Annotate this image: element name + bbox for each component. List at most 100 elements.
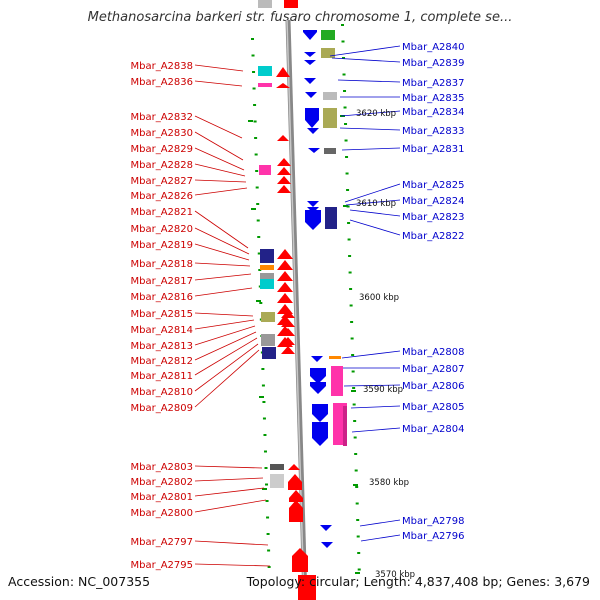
gene-label-left: Mbar_A2813	[130, 341, 193, 352]
gene-arrow-up	[277, 158, 291, 166]
gene-box	[260, 273, 274, 279]
tick-mark	[350, 337, 354, 340]
tick-mark	[263, 450, 267, 453]
tick-mark	[343, 205, 348, 207]
tick-mark	[355, 572, 360, 574]
tick-mark	[342, 57, 346, 59]
gene-label-right: Mbar_A2807	[402, 364, 465, 375]
gene-label-left: Mbar_A2809	[130, 403, 193, 414]
tick-mark	[256, 219, 260, 222]
tick-mark	[355, 486, 359, 488]
tick-mark	[255, 186, 259, 189]
gene-label-left: Mbar_A2801	[130, 492, 193, 503]
label-connector	[194, 287, 253, 297]
tick-mark	[255, 170, 259, 172]
gene-arrow-up	[277, 185, 291, 193]
accession-label: Accession: NC_007355	[8, 574, 151, 589]
gene-box	[259, 165, 271, 175]
tick-mark	[346, 205, 350, 208]
gene-box	[258, 66, 272, 76]
gene-arrow-down	[310, 382, 326, 394]
gene-arrow-down	[320, 525, 332, 531]
gene-label-right: Mbar_A2804	[402, 424, 465, 435]
label-connector	[350, 405, 401, 409]
tick-marks	[248, 24, 361, 574]
label-connector	[194, 337, 258, 376]
tick-mark	[262, 417, 266, 420]
tick-mark	[256, 203, 260, 205]
tick-mark	[259, 302, 263, 304]
label-connector	[194, 343, 259, 392]
map-title: Methanosarcina barkeri str. fusaro chrom…	[87, 10, 513, 25]
tick-mark	[256, 300, 261, 302]
gene-label-right: Mbar_A2805	[402, 402, 465, 413]
gene-arrow-up	[277, 260, 293, 270]
gene-arrow-up	[289, 500, 303, 522]
tick-mark	[341, 40, 345, 43]
label-connector	[194, 487, 265, 497]
tick-mark	[352, 403, 356, 406]
gene-box	[343, 406, 347, 446]
gene-arrow-up	[281, 346, 295, 354]
label-connector	[194, 540, 269, 546]
tick-mark	[346, 189, 350, 191]
gene-label-right: Mbar_A2823	[402, 212, 465, 223]
gene-label-left: Mbar_A2811	[130, 371, 193, 382]
gene-arrow-down	[305, 210, 321, 230]
chromosome-backbone	[285, 19, 308, 600]
gene-arrow-up	[289, 490, 303, 502]
gene-arrow-down	[312, 422, 328, 446]
gene-box	[261, 312, 275, 322]
tick-mark	[341, 24, 344, 26]
tick-mark	[266, 516, 270, 519]
tick-mark	[347, 238, 351, 241]
chromosome-backbone-highlight	[286, 19, 305, 600]
tick-mark	[254, 137, 258, 139]
gene-label-right: Mbar_A2824	[402, 196, 465, 207]
gene-box	[323, 108, 337, 128]
tick-mark	[251, 208, 256, 210]
label-connector	[194, 147, 245, 171]
label-connector	[194, 563, 271, 567]
label-connector	[359, 519, 401, 527]
tick-mark	[253, 104, 257, 106]
tick-mark	[251, 54, 255, 57]
gene-arrow-up	[277, 304, 293, 314]
gene-label-right: Mbar_A2825	[402, 180, 465, 191]
label-connector	[194, 64, 244, 72]
tick-mark	[357, 568, 361, 571]
gene-arrow-down	[307, 201, 319, 207]
gene-label-left: Mbar_A2814	[130, 325, 193, 336]
gene-label-left: Mbar_A2838	[130, 61, 193, 72]
tick-mark	[261, 384, 265, 387]
gene-arrow-down	[311, 356, 323, 362]
tick-mark	[344, 123, 348, 125]
gene-label-left: Mbar_A2816	[130, 292, 193, 303]
tick-mark	[353, 484, 358, 486]
topology-label: Topology: circular; Length: 4,837,408 bp…	[246, 574, 590, 589]
tick-mark	[262, 488, 267, 490]
tick-mark	[347, 222, 351, 224]
gene-arrow-down	[312, 404, 328, 422]
gene-arrow-up	[288, 464, 300, 470]
gene-label-left: Mbar_A2830	[130, 128, 193, 139]
tick-mark	[348, 271, 352, 274]
gene-label-left: Mbar_A2815	[130, 309, 193, 320]
label-connector	[339, 127, 401, 131]
gene-label-left: Mbar_A2795	[130, 560, 193, 571]
tick-mark	[265, 483, 269, 486]
label-connector	[194, 131, 244, 161]
gene-arrow-down	[321, 542, 333, 548]
tick-mark	[349, 288, 353, 290]
tick-mark	[357, 552, 361, 554]
tick-mark	[345, 172, 349, 175]
tick-mark	[351, 354, 355, 356]
label-connector	[194, 325, 256, 346]
scale-label: 3600 kbp	[359, 293, 399, 303]
gene-box	[298, 575, 316, 600]
gene-arrow-up	[277, 176, 291, 184]
gene-label-left: Mbar_A2820	[130, 224, 193, 235]
tick-mark	[350, 321, 354, 323]
